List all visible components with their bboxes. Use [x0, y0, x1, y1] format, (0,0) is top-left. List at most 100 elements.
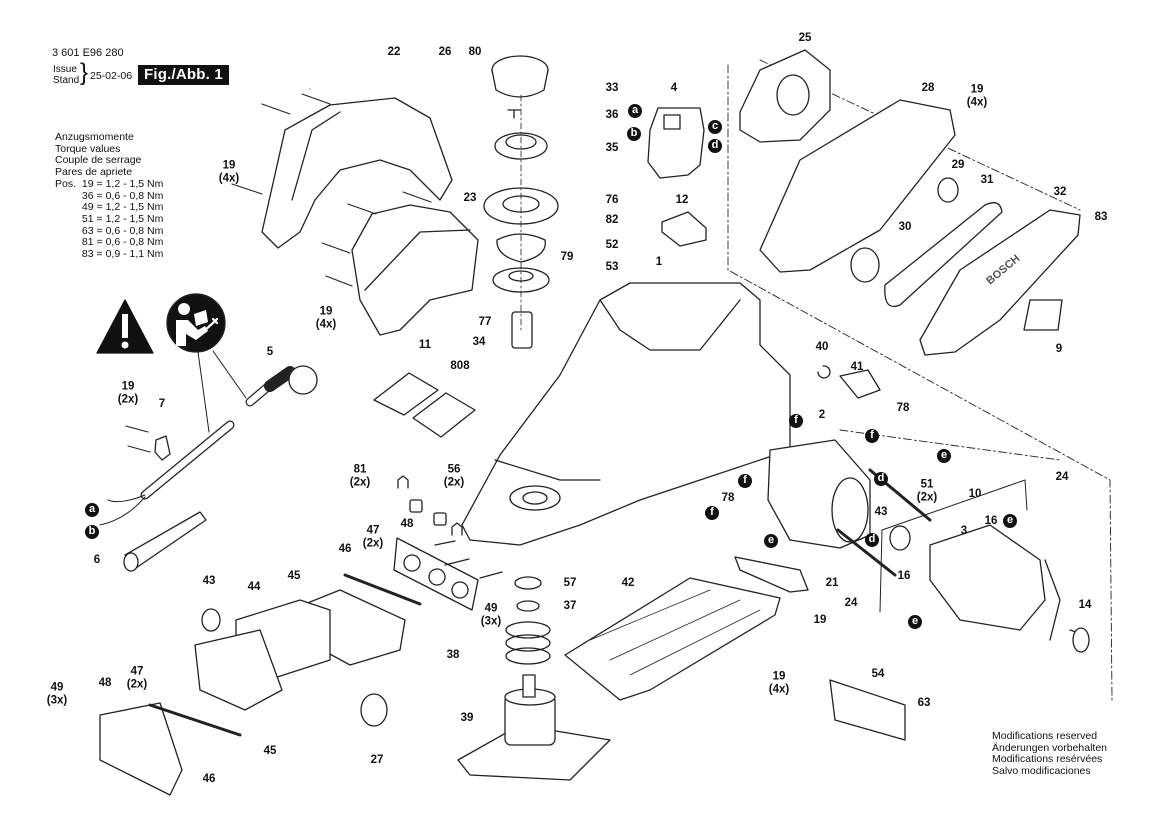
part-callout-35: 35	[605, 141, 619, 154]
torque-pos-label	[55, 191, 79, 203]
part-callout-3: 3	[960, 524, 968, 537]
part-callout-31: 31	[980, 173, 994, 186]
part-callout-57: 57	[563, 576, 577, 589]
torque-title-fr: Couple de serrage	[55, 154, 142, 167]
modifications-de: Änderungen vorbehalten	[992, 741, 1108, 754]
power-cord-5	[99, 365, 318, 526]
part-callout-11: 11	[418, 338, 432, 351]
capacitor-12	[661, 211, 707, 247]
nuts-56-screws-81	[397, 475, 463, 536]
part-callout-82: 82	[605, 213, 619, 226]
torque-rows: Pos. 19 = 1,2 - 1,5 Nm 36 = 0,6 - 0,8 Nm…	[55, 177, 164, 261]
connection-marker-a: a	[628, 104, 642, 118]
brace-glyph: }	[80, 59, 89, 86]
part-callout-19c: 19 (4x)	[315, 305, 337, 331]
part-callout-25: 25	[798, 31, 812, 44]
connection-marker-e: e	[908, 615, 922, 629]
part-callout-16a: 16	[984, 514, 998, 527]
lever-21	[734, 556, 809, 593]
part-callout-16b: 16	[897, 569, 911, 582]
torque-pos-label: Pos.	[55, 177, 77, 190]
part-callout-76: 76	[605, 193, 619, 206]
label-808	[412, 392, 476, 438]
torque-pos-label	[55, 237, 79, 249]
part-callout-37: 37	[563, 599, 577, 612]
part-callout-44: 44	[247, 580, 261, 593]
pulley-30	[850, 247, 880, 283]
connection-marker-b: b	[85, 525, 99, 539]
modifications-notice: Modifications reserved Änderungen vorbeh…	[992, 730, 1108, 777]
clamp-plate-48-upper	[393, 537, 503, 611]
part-callout-48a: 48	[400, 517, 414, 530]
torque-value: 19 = 1,2 - 1,5 Nm	[79, 177, 164, 190]
blade-gauge-54	[829, 679, 906, 741]
depth-knob-stack	[483, 55, 559, 349]
part-callout-54: 54	[871, 667, 885, 680]
part-callout-19a: 19 (4x)	[966, 83, 988, 109]
clip-40	[817, 365, 831, 379]
torque-row: Pos. 19 = 1,2 - 1,5 Nm	[55, 177, 164, 191]
part-callout-40: 40	[815, 340, 829, 353]
part-callout-81: 81 (2x)	[349, 463, 371, 489]
part-callout-26: 26	[438, 45, 452, 58]
part-callout-53: 53	[605, 260, 619, 273]
part-callout-2: 2	[818, 408, 826, 421]
part-callout-78b: 78	[721, 491, 735, 504]
part-callout-36: 36	[605, 108, 619, 121]
torque-row: 49 = 1,2 - 1,5 Nm	[55, 202, 163, 214]
bumper-43-right	[889, 525, 911, 551]
part-callout-56: 56 (2x)	[443, 463, 465, 489]
part-callout-51: 51 (2x)	[916, 478, 938, 504]
torque-value: 83 = 0,9 - 1,1 Nm	[79, 248, 164, 261]
part-callout-48b: 48	[98, 676, 112, 689]
torque-row: 81 = 0,6 - 0,8 Nm	[55, 237, 163, 249]
screws-19	[125, 88, 432, 453]
cable-sleeve-6	[123, 511, 207, 572]
connection-marker-f: f	[705, 506, 719, 520]
part-callout-38: 38	[446, 648, 460, 661]
warning-triangle-icon	[96, 299, 154, 354]
label-11	[373, 372, 439, 416]
connection-marker-e: e	[1003, 514, 1017, 528]
belt-housing-28	[759, 99, 956, 273]
part-callout-27: 27	[370, 753, 384, 766]
connection-marker-d: d	[865, 533, 879, 547]
torque-value: 63 = 0,6 - 0,8 Nm	[79, 224, 164, 237]
part-callout-24a: 24	[1055, 470, 1069, 483]
part-callout-9: 9	[1055, 342, 1063, 355]
bumper-43-left	[201, 608, 221, 632]
part-callout-29: 29	[951, 158, 965, 171]
part-callout-77: 77	[478, 315, 492, 328]
field-stator-2	[767, 439, 871, 549]
connection-marker-c: c	[708, 120, 722, 134]
part-callout-49a: 49 (3x)	[480, 602, 502, 628]
part-callout-41: 41	[850, 360, 864, 373]
part-callout-32: 32	[1053, 185, 1067, 198]
part-callout-43a: 43	[874, 505, 888, 518]
torque-table: Anzugsmomente Torque values Couple de se…	[55, 131, 164, 261]
stand-label: Stand	[53, 75, 80, 86]
part-callout-23: 23	[463, 191, 477, 204]
part-callout-43b: 43	[202, 574, 216, 587]
part-callout-34: 34	[472, 335, 486, 348]
part-callout-45b: 45	[263, 744, 277, 757]
connection-marker-a: a	[85, 503, 99, 517]
figure-label: Fig./Abb. 1	[138, 65, 229, 85]
modifications-es: Salvo modificaciones	[992, 764, 1091, 777]
part-callout-28: 28	[921, 81, 935, 94]
connection-marker-e: e	[937, 449, 951, 463]
belt-31	[884, 202, 1003, 308]
spring-38	[505, 621, 551, 665]
part-callout-52: 52	[605, 238, 619, 251]
torque-value: 51 = 1,2 - 1,5 Nm	[79, 212, 164, 225]
bracket-line-10	[879, 479, 1028, 613]
connection-marker-b: b	[627, 127, 641, 141]
part-callout-83: 83	[1094, 210, 1108, 223]
part-callout-19f: 19 (4x)	[768, 670, 790, 696]
part-callout-33: 33	[605, 81, 619, 94]
part-callout-12: 12	[675, 193, 689, 206]
part-callout-49b: 49 (3x)	[46, 681, 68, 707]
torque-pos-label	[55, 214, 79, 226]
connection-marker-f: f	[789, 414, 803, 428]
pulley-29	[937, 177, 959, 203]
